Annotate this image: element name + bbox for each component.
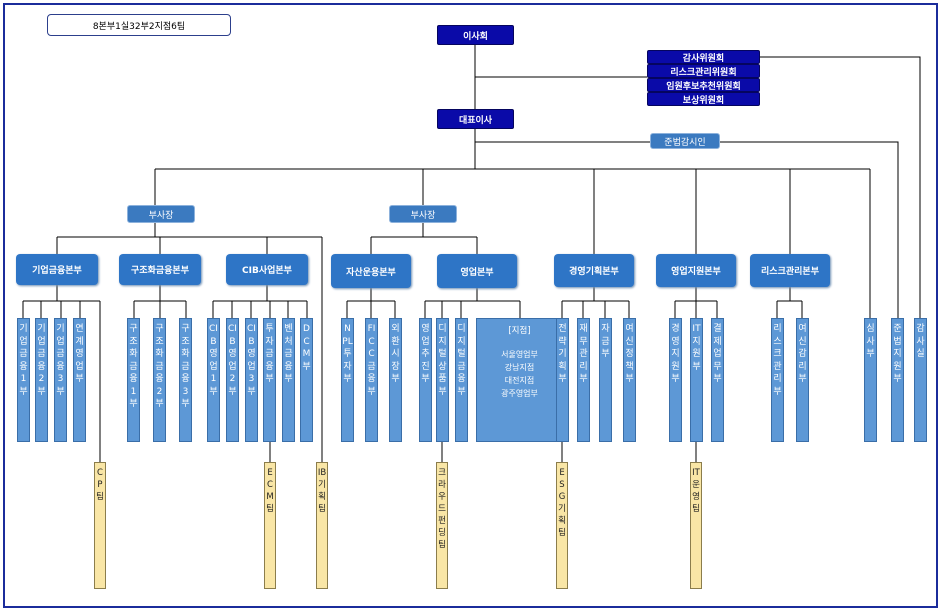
dept-corporate-finance-1: 기업금융1부	[17, 318, 30, 442]
dept-dcm: DCM부	[300, 318, 313, 442]
team-esg-planning: ESG기획팀	[556, 462, 568, 589]
hq-sales-support: 영업지원본부	[656, 254, 736, 287]
dept-branches: [지점] 서울영업부 강남지점 대전지점 광주영업부	[476, 318, 563, 442]
dept-venture-finance: 벤처금융부	[282, 318, 295, 442]
dept-sales-promotion: 영업추진부	[419, 318, 432, 442]
branch-item: 대전지점	[504, 376, 535, 385]
dept-funding: 자금부	[599, 318, 612, 442]
dept-corporate-finance-2: 기업금융2부	[35, 318, 48, 442]
line-audit-office	[760, 56, 921, 318]
dept-business-support: 경영지원부	[669, 318, 682, 442]
hq-structured-finance: 구조화금융본부	[119, 254, 201, 285]
dept-digital-products: 디지털상품부	[436, 318, 449, 442]
team-it-operations: IT운영팀	[690, 462, 702, 589]
branches-title: [지점]	[508, 326, 531, 336]
dept-credit-policy: 여신정책부	[623, 318, 636, 442]
dept-structured-finance-2: 구조화금융2부	[153, 318, 166, 442]
committee-audit: 감사위원회	[647, 50, 760, 64]
dept-compliance-support: 준법지원부	[891, 318, 904, 442]
dept-audit-office: 감사실	[914, 318, 927, 442]
dept-examination: 심사부	[864, 318, 877, 442]
compliance-officer: 준법감시인	[650, 133, 720, 149]
team-ib-planning: IB기획팀	[316, 462, 328, 589]
dept-credit-review: 여신감리부	[796, 318, 809, 442]
hq-cib: CIB사업본부	[226, 254, 308, 285]
chart-frame	[3, 3, 938, 608]
branch-item: 광주영업부	[501, 389, 538, 398]
committee-risk: 리스크관리위원회	[647, 64, 760, 78]
hq-asset-management: 자산운용본부	[331, 254, 411, 288]
dept-risk-management: 리스크관리부	[771, 318, 784, 442]
dept-cib-sales-2: CIB영업2부	[226, 318, 239, 442]
dept-corporate-finance-3: 기업금융3부	[54, 318, 67, 442]
hq-corporate-finance: 기업금융본부	[16, 254, 98, 285]
dept-ficc-finance: FICC금융부	[365, 318, 378, 442]
vice-president-1: 부사장	[127, 205, 195, 223]
dept-npl-investment: NPL투자부	[341, 318, 354, 442]
vice-president-2: 부사장	[389, 205, 457, 223]
dept-strategic-planning: 전략기획부	[556, 318, 569, 442]
dept-financial-management: 재무관리부	[577, 318, 590, 442]
hq-risk-management: 리스크관리본부	[750, 254, 830, 287]
team-cp: CP팀	[94, 462, 106, 589]
hq-sales: 영업본부	[437, 254, 517, 288]
committee-nomination: 임원후보추천위원회	[647, 78, 760, 92]
committee-compensation: 보상위원회	[647, 92, 760, 106]
dept-structured-finance-1: 구조화금융1부	[127, 318, 140, 442]
team-crowdfunding: 크라우드펀딩팀	[436, 462, 448, 589]
dept-cib-sales-3: CIB영업3부	[245, 318, 258, 442]
team-ecm: ECM팀	[264, 462, 276, 589]
dept-investment-finance: 투자금융부	[263, 318, 276, 442]
branch-item: 강남지점	[504, 363, 535, 372]
ceo: 대표이사	[437, 109, 514, 129]
org-summary-label: 8본부1실32부2지점6팀	[47, 14, 231, 36]
hq-management-planning: 경영기획본부	[554, 254, 634, 287]
line-compliance	[474, 129, 899, 318]
dept-settlement: 결제업무부	[711, 318, 724, 442]
dept-corporate-sales: 연계영업부	[73, 318, 86, 442]
dept-digital-finance: 디지털금융부	[455, 318, 468, 442]
dept-fx-market: 외환시장부	[389, 318, 402, 442]
dept-cib-sales-1: CIB영업1부	[207, 318, 220, 442]
board-of-directors: 이사회	[437, 25, 514, 45]
branch-item: 서울영업부	[501, 350, 538, 359]
dept-it-support: IT지원부	[690, 318, 703, 442]
dept-structured-finance-3: 구조화금융3부	[179, 318, 192, 442]
